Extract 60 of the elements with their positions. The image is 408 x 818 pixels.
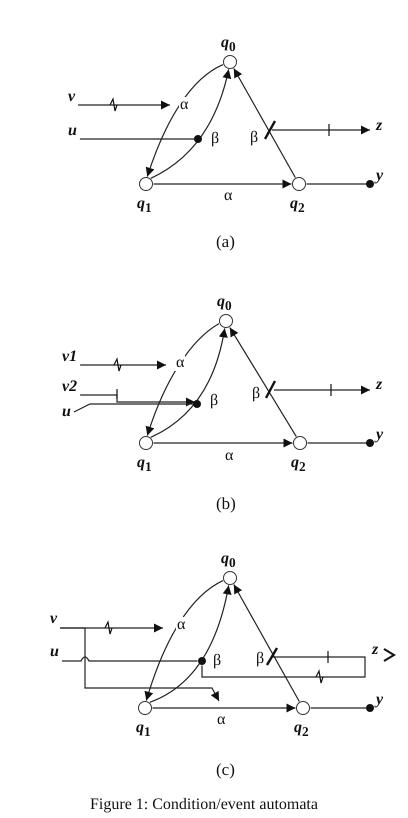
arrow <box>152 704 296 712</box>
condition-arc <box>80 135 202 143</box>
figure-caption: Figure 1: Condition/event automata <box>89 796 319 814</box>
arrow <box>233 68 296 178</box>
state-label: q$_{1}$ <box>137 455 152 476</box>
panel-label: (b) <box>216 495 236 513</box>
arrow <box>229 327 297 437</box>
arrow <box>78 100 170 110</box>
edge-label: α <box>176 617 186 633</box>
signal-label: u <box>68 123 77 139</box>
arrow <box>150 585 232 703</box>
signal-label: v <box>68 89 76 105</box>
junction-dot <box>198 657 206 665</box>
state-label: q$_{0}$ <box>221 551 236 572</box>
arrow <box>144 580 224 701</box>
signal-label: y <box>376 427 384 443</box>
signal-label: z <box>372 641 378 659</box>
arrow <box>80 394 195 406</box>
edge-label: α <box>175 355 186 371</box>
arrow <box>150 69 231 179</box>
edge-label: β <box>255 651 266 667</box>
condition-arc <box>308 439 374 447</box>
state-label: q$_{1}$ <box>137 196 152 216</box>
arrow <box>150 328 228 438</box>
state-label: q$_{2}$ <box>294 720 309 740</box>
arrow <box>272 126 370 134</box>
arrow <box>80 360 166 370</box>
state-label: q$_{1}$ <box>136 720 151 740</box>
signal-label: z <box>376 118 382 134</box>
edge-label: β <box>249 130 260 146</box>
arrow <box>60 627 220 702</box>
arrow <box>146 323 220 436</box>
edge-label: β <box>209 393 220 409</box>
arrow <box>146 64 224 177</box>
condition-arc <box>310 704 374 712</box>
edge-label: β <box>212 653 222 669</box>
condition-arc <box>74 400 201 413</box>
connector-line <box>62 656 198 662</box>
state-label: q$_{0}$ <box>217 294 232 314</box>
condition-arc <box>306 180 374 188</box>
state-label: q$_{2}$ <box>291 455 306 476</box>
signal-label: u <box>62 404 71 420</box>
edge-label: β <box>251 386 262 402</box>
state-label: q$_{2}$ <box>290 196 305 216</box>
arrow <box>154 180 292 188</box>
panel-label: (a) <box>216 233 235 251</box>
edge-label: β <box>210 131 220 147</box>
signal-label: z <box>376 377 382 393</box>
signal-label: v <box>50 611 58 627</box>
signal-label: v1 <box>62 349 78 365</box>
signal-label: y <box>376 692 384 708</box>
connector-line <box>201 656 366 678</box>
state-label: q$_{0}$ <box>221 35 236 56</box>
arrow <box>274 386 370 394</box>
signal-label: y <box>376 168 384 184</box>
signal-label: u <box>50 644 59 660</box>
arrow <box>233 584 300 702</box>
signal-label: v2 <box>62 379 78 395</box>
arrow <box>154 438 292 448</box>
panel-label: (c) <box>216 761 235 779</box>
